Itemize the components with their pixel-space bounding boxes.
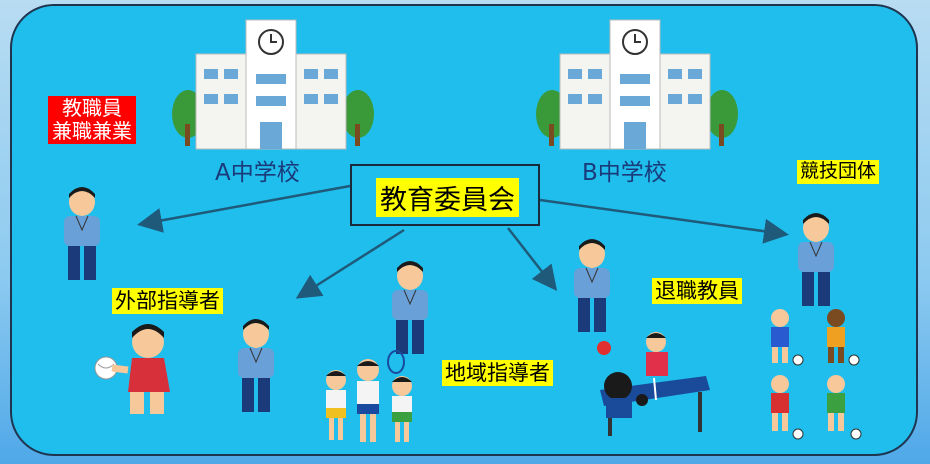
board-of-education-label: 教育委員会: [376, 178, 519, 217]
coach-figure-icon: [238, 319, 274, 412]
arrow-to-external: [295, 228, 405, 299]
school-b-building-icon: [536, 19, 738, 150]
board-of-education-box: 教育委員会: [350, 164, 540, 226]
sports-org-label: 競技団体: [797, 160, 880, 184]
school-a-building-icon: [172, 19, 374, 150]
staff-label-line2: 兼職兼業: [52, 119, 132, 143]
external-coach-label: 外部指導者: [112, 288, 223, 315]
volleyball-player-icon: [94, 324, 170, 414]
arrow-to-retired: [507, 227, 558, 291]
table-tennis-players-icon: [597, 332, 710, 436]
school-b-name: B中学校: [582, 160, 667, 186]
coach-figure-icon: [392, 261, 428, 354]
coach-figure-icon: [574, 239, 610, 332]
staff-label: 教職員 兼職兼業: [48, 96, 136, 144]
coach-figure-icon: [798, 213, 834, 306]
tennis-children-icon: [326, 350, 412, 442]
community-coach-label: 地域指導者: [442, 360, 553, 387]
arrow-to-staff: [137, 184, 351, 233]
school-a-name: A中学校: [215, 160, 300, 186]
soccer-players-icon: [771, 309, 862, 440]
retired-teacher-label: 退職教員: [652, 278, 742, 305]
arrow-to-sports-org: [539, 198, 789, 244]
coach-figure-icon: [64, 187, 100, 280]
staff-label-line1: 教職員: [62, 96, 122, 120]
